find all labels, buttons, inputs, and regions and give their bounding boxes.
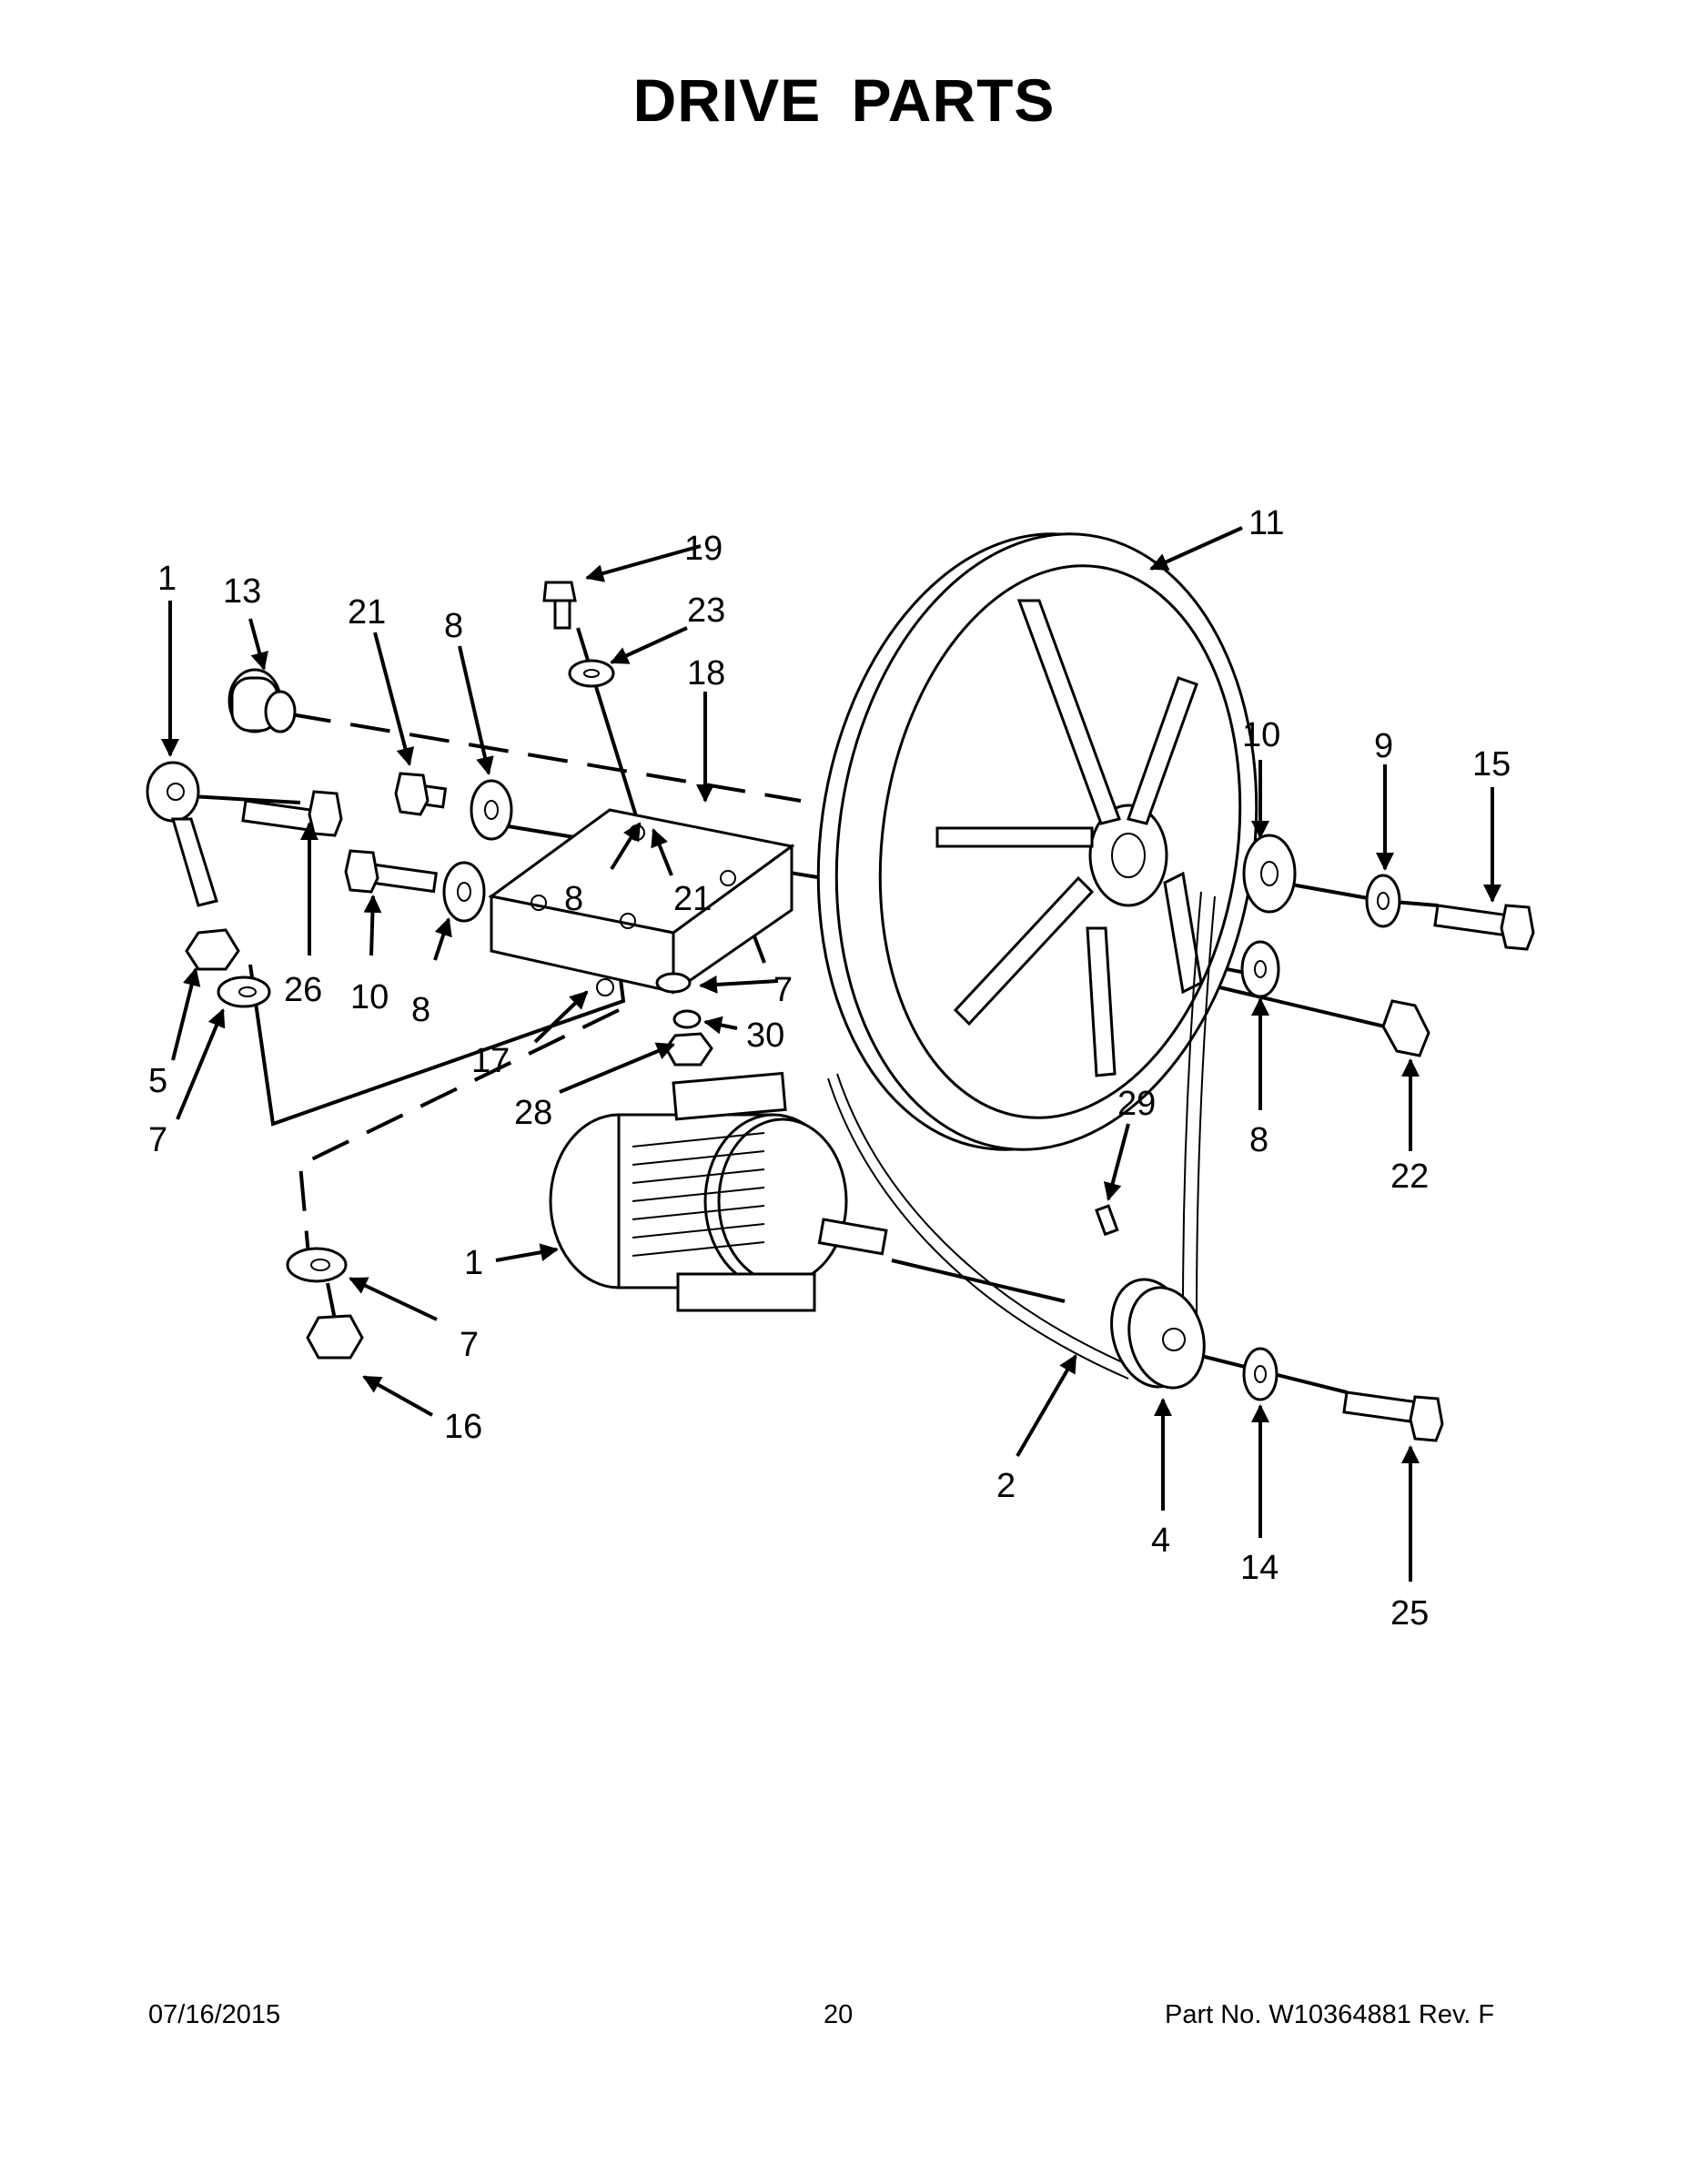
callout-29: 29	[1117, 1085, 1156, 1123]
callout-3: 1	[157, 560, 177, 598]
callout-18: 17	[471, 1042, 510, 1080]
callout-7-left: 7	[148, 1121, 167, 1159]
callout-11: 11	[1248, 504, 1284, 542]
callout-9: 9	[1374, 727, 1393, 765]
page-title: DRIVE PARTS	[632, 66, 1056, 134]
callout-25: 25	[1390, 1594, 1429, 1633]
callout-8-mid: 8	[411, 991, 430, 1029]
callout-23: 23	[687, 592, 725, 630]
callout-20: 19	[684, 530, 723, 568]
callout-13: 10	[1242, 716, 1280, 754]
callout-labels: 1 13 21 8 19 23 18 11 10 9 15 26 10 10 8…	[148, 504, 1511, 1633]
large-pulley	[816, 532, 1258, 1151]
callout-30: 30	[746, 1016, 784, 1055]
callout-4: 4	[1151, 1522, 1170, 1560]
callout-5: 5	[148, 1062, 167, 1100]
callout-7-bracket: 7	[773, 971, 793, 1009]
footer-date: 07/16/2015	[148, 2000, 281, 2029]
footer-part-number: Part No. W10364881 Rev. F	[1165, 2000, 1495, 2029]
callout-16: 16	[444, 1408, 482, 1446]
motor-mount-bracket	[488, 808, 795, 996]
callout-10: 10	[350, 978, 389, 1016]
callout-28: 28	[514, 1094, 552, 1132]
callout-26: 26	[284, 971, 322, 1009]
callout-22: 22	[1390, 1158, 1429, 1196]
callout-2: 2	[996, 1467, 1016, 1505]
callout-19: 18	[687, 654, 725, 693]
callout-21-bracket: 21	[673, 880, 712, 918]
callout-arrows	[161, 526, 1501, 1582]
callout-8-right: 8	[1249, 1121, 1269, 1159]
hardware	[146, 581, 1535, 1442]
footer-page-number: 20	[824, 2000, 854, 2029]
callout-8: 8	[444, 607, 463, 645]
callout-17: 13	[223, 572, 261, 611]
motor	[549, 1071, 888, 1312]
callout-8-bracket: 8	[564, 880, 583, 918]
callout-7-lower: 7	[460, 1326, 479, 1364]
drive-belt	[827, 891, 1216, 1380]
callout-1: 1	[464, 1244, 483, 1282]
motor-pulley	[1110, 1278, 1206, 1390]
callout-14: 14	[1240, 1549, 1279, 1587]
callout-21: 21	[348, 593, 386, 632]
callout-15: 15	[1472, 745, 1511, 784]
